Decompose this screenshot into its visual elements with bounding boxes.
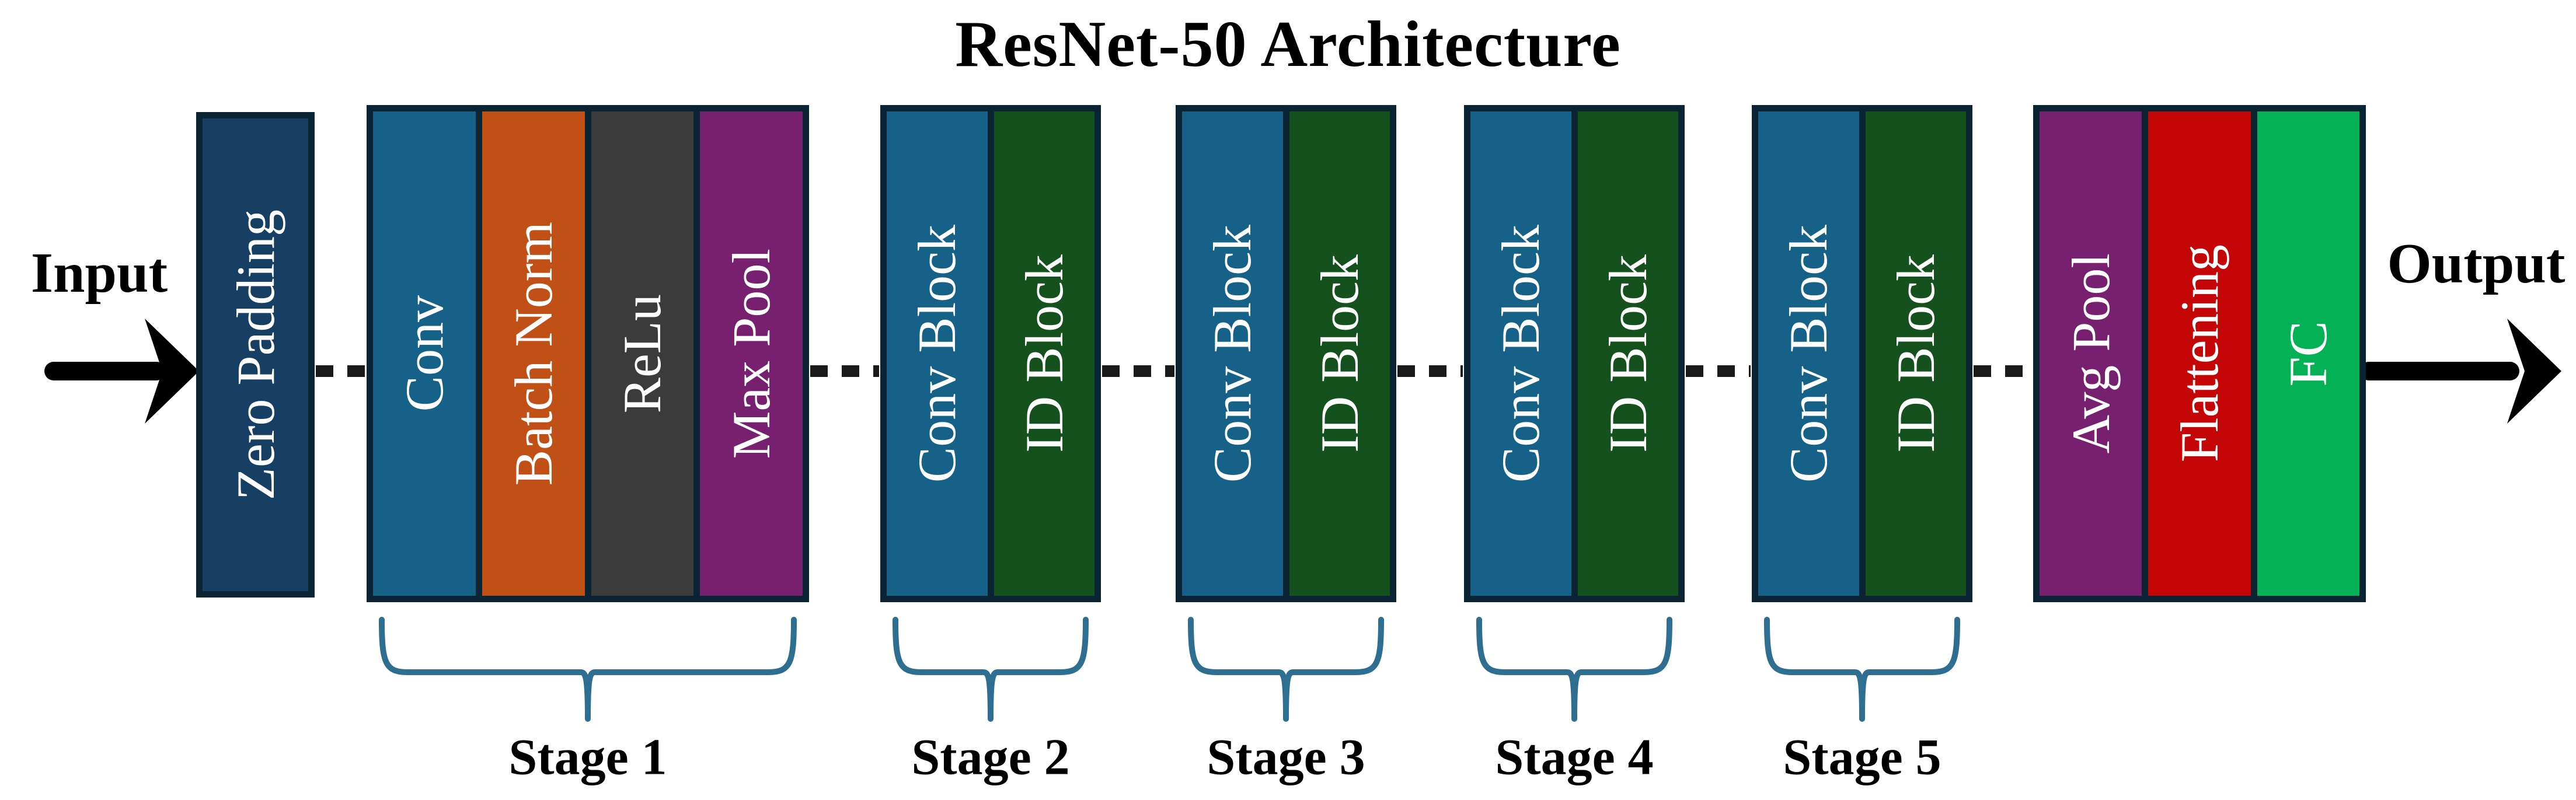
diagram-title: ResNet-50 Architecture xyxy=(955,8,1621,81)
stage-label-stage-2: Stage 2 xyxy=(911,729,1070,786)
group-stage-1: Conv Batch Norm ReLu Max Pool xyxy=(367,105,809,602)
block-conv: Conv xyxy=(373,111,476,596)
input-arrow xyxy=(44,319,199,424)
brace-stage-4 xyxy=(1476,617,1672,722)
block-conv-block: Conv Block xyxy=(887,111,988,596)
block-label-conv-block: Conv Block xyxy=(1779,224,1839,483)
stage-label-stage-5: Stage 5 xyxy=(1783,729,1941,786)
brace-stage-5 xyxy=(1764,617,1960,722)
block-id-block: ID Block xyxy=(994,111,1094,596)
group-stage-4: Conv Block ID Block xyxy=(1464,105,1685,602)
input-label: Input xyxy=(30,242,168,305)
block-label-batch-norm: Batch Norm xyxy=(503,221,563,486)
output-label: Output xyxy=(2387,232,2565,295)
block-label-max-pool: Max Pool xyxy=(721,248,782,459)
block-id-block: ID Block xyxy=(1577,111,1678,596)
group-stage-5: Conv Block ID Block xyxy=(1752,105,1972,602)
block-conv-block: Conv Block xyxy=(1758,111,1859,596)
group-stage-2: Conv Block ID Block xyxy=(880,105,1101,602)
block-label-conv: Conv xyxy=(394,295,454,412)
block-label-relu: ReLu xyxy=(612,294,672,414)
block-label-id-block: ID Block xyxy=(1014,254,1074,453)
block-id-block: ID Block xyxy=(1865,111,1966,596)
stage-braces xyxy=(379,617,1960,722)
group-stage-3: Conv Block ID Block xyxy=(1176,105,1396,602)
block-label-zero-padding: Zero Padding xyxy=(225,209,285,501)
block-label-conv-block: Conv Block xyxy=(1202,224,1263,483)
stage-label-stage-3: Stage 3 xyxy=(1207,729,1365,786)
block-relu: ReLu xyxy=(591,111,694,596)
block-flattening: Flattening xyxy=(2148,111,2251,596)
block-label-flattening: Flattening xyxy=(2169,244,2229,463)
brace-stage-1 xyxy=(379,617,797,722)
block-label-conv-block: Conv Block xyxy=(1491,224,1551,483)
block-label-id-block: ID Block xyxy=(1309,254,1369,453)
block-label-conv-block: Conv Block xyxy=(907,224,967,483)
block-conv-block: Conv Block xyxy=(1182,111,1283,596)
block-conv-block: Conv Block xyxy=(1470,111,1571,596)
group-output-head: Avg Pool Flattening FC xyxy=(2033,105,2366,602)
block-id-block: ID Block xyxy=(1289,111,1390,596)
block-avg-pool: Avg Pool xyxy=(2040,111,2142,596)
stage-label-stage-4: Stage 4 xyxy=(1495,729,1654,786)
block-label-avg-pool: Avg Pool xyxy=(2061,253,2121,454)
block-label-id-block: ID Block xyxy=(1885,254,1946,453)
stage-label-stage-1: Stage 1 xyxy=(508,729,667,786)
block-fc: FC xyxy=(2257,111,2359,596)
block-label-fc: FC xyxy=(2278,320,2338,387)
output-arrow xyxy=(2359,319,2561,424)
group-zero-padding: Zero Padding xyxy=(196,112,315,598)
block-max-pool: Max Pool xyxy=(700,111,803,596)
block-batch-norm: Batch Norm xyxy=(482,111,585,596)
block-zero-padding: Zero Padding xyxy=(203,118,308,591)
brace-stage-2 xyxy=(893,617,1089,722)
brace-stage-3 xyxy=(1188,617,1384,722)
block-label-id-block: ID Block xyxy=(1598,254,1658,453)
